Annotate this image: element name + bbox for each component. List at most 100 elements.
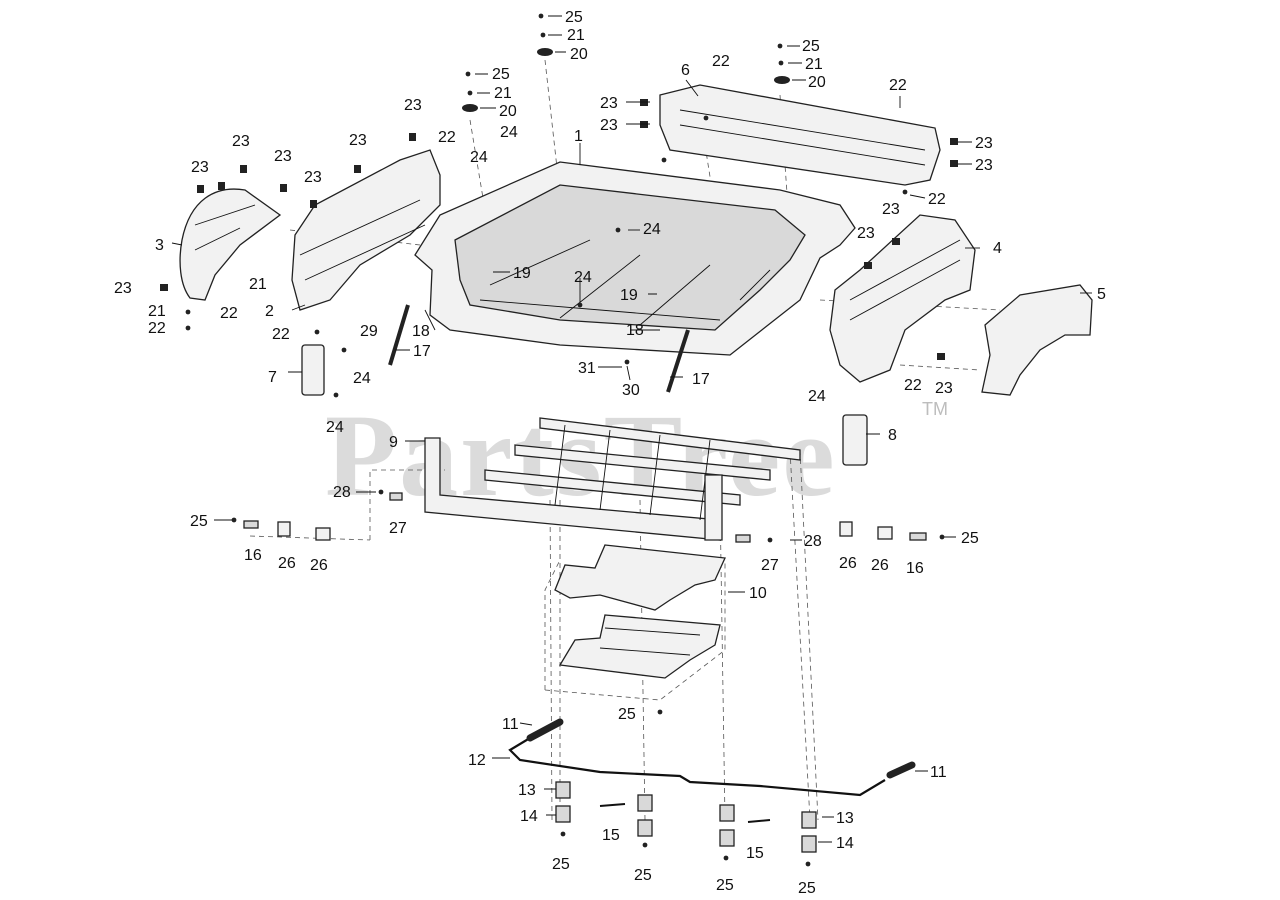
- callout-25: 25: [190, 513, 208, 530]
- callout-23: 23: [857, 225, 875, 242]
- callout-23: 23: [274, 148, 292, 165]
- callout-17: 17: [692, 371, 710, 388]
- callout-6: 6: [681, 62, 690, 79]
- callout-23: 23: [975, 135, 993, 152]
- callout-29: 29: [360, 323, 378, 340]
- callout-23: 23: [349, 132, 367, 149]
- callout-19: 19: [513, 265, 531, 282]
- callout-18: 18: [626, 322, 644, 339]
- callout-23: 23: [304, 169, 322, 186]
- callout-21: 21: [148, 303, 166, 320]
- part-11-left-grip: [526, 718, 564, 742]
- callout-26: 26: [310, 557, 328, 574]
- callout-22: 22: [148, 320, 166, 337]
- callout-14: 14: [520, 808, 538, 825]
- callout-8: 8: [888, 427, 897, 444]
- callout-23: 23: [975, 157, 993, 174]
- callout-25: 25: [565, 9, 583, 26]
- callout-12: 12: [468, 752, 486, 769]
- callout-13: 13: [518, 782, 536, 799]
- callout-25: 25: [492, 66, 510, 83]
- callout-22: 22: [928, 191, 946, 208]
- callout-27: 27: [389, 520, 407, 537]
- part-10-mats: [554, 544, 726, 679]
- callout-24: 24: [470, 149, 488, 166]
- part-3-left-fender: [179, 188, 282, 301]
- part-1-cargo-box: [414, 161, 856, 356]
- callout-14: 14: [836, 835, 854, 852]
- callout-4: 4: [993, 240, 1002, 257]
- callout-23: 23: [114, 280, 132, 297]
- callout-25: 25: [802, 38, 820, 55]
- callout-9: 9: [389, 434, 398, 451]
- callout-24: 24: [326, 419, 344, 436]
- callout-16: 16: [244, 547, 262, 564]
- part-5-right-fender: [981, 284, 1093, 396]
- callout-20: 20: [570, 46, 588, 63]
- callout-22: 22: [889, 77, 907, 94]
- callout-18: 18: [412, 323, 430, 340]
- callout-25: 25: [798, 880, 816, 897]
- callout-2: 2: [265, 303, 274, 320]
- watermark-trademark: TM: [922, 399, 948, 419]
- callout-25: 25: [552, 856, 570, 873]
- callout-1: 1: [574, 128, 583, 145]
- callout-26: 26: [871, 557, 889, 574]
- callout-labels: 25 21 20 25 21 20 25 21 20 22 6 22 23 23…: [114, 9, 1106, 897]
- part-6-front-panel: [659, 84, 941, 186]
- callout-24: 24: [574, 269, 592, 286]
- callout-16: 16: [906, 560, 924, 577]
- callout-23: 23: [404, 97, 422, 114]
- callout-26: 26: [839, 555, 857, 572]
- callout-10: 10: [749, 585, 767, 602]
- pins-and-bushings: [243, 492, 927, 543]
- callout-31: 31: [578, 360, 596, 377]
- part-17-right-strut: [666, 329, 690, 393]
- callout-17: 17: [413, 343, 431, 360]
- part-11-right-grip: [886, 761, 916, 779]
- callout-22: 22: [438, 129, 456, 146]
- latch-hardware: [555, 781, 817, 853]
- callout-24: 24: [500, 124, 518, 141]
- callout-5: 5: [1097, 286, 1106, 303]
- callout-24: 24: [353, 370, 371, 387]
- callout-26: 26: [278, 555, 296, 572]
- callout-22: 22: [904, 377, 922, 394]
- callout-23: 23: [935, 380, 953, 397]
- callout-28: 28: [333, 484, 351, 501]
- callout-25: 25: [634, 867, 652, 884]
- callout-23: 23: [600, 117, 618, 134]
- callout-23: 23: [232, 133, 250, 150]
- callout-3: 3: [155, 237, 164, 254]
- callout-7: 7: [268, 369, 277, 386]
- callout-22: 22: [220, 305, 238, 322]
- callout-30: 30: [622, 382, 640, 399]
- part-8-right-bracket: [842, 414, 868, 466]
- callout-15: 15: [746, 845, 764, 862]
- part-4-right-inner-panel: [829, 214, 976, 383]
- part-12-latch-rod: [508, 718, 916, 797]
- callout-28: 28: [804, 533, 822, 550]
- callout-21: 21: [249, 276, 267, 293]
- callout-24: 24: [808, 388, 826, 405]
- part-2-left-inner-panel: [291, 149, 441, 311]
- callout-leaders: [171, 15, 1092, 843]
- callout-19: 19: [620, 287, 638, 304]
- callout-22: 22: [272, 326, 290, 343]
- callout-22: 22: [712, 53, 730, 70]
- callout-11: 11: [930, 764, 947, 781]
- callout-27: 27: [761, 557, 779, 574]
- callout-20: 20: [499, 103, 517, 120]
- part-7-left-bracket: [301, 344, 325, 396]
- callout-25: 25: [961, 530, 979, 547]
- callout-20: 20: [808, 74, 826, 91]
- callout-23: 23: [191, 159, 209, 176]
- callout-21: 21: [494, 85, 512, 102]
- callout-21: 21: [805, 56, 823, 73]
- callout-25: 25: [618, 706, 636, 723]
- callout-23: 23: [600, 95, 618, 112]
- part-17-left-strut: [388, 304, 410, 366]
- fasteners: [160, 13, 958, 867]
